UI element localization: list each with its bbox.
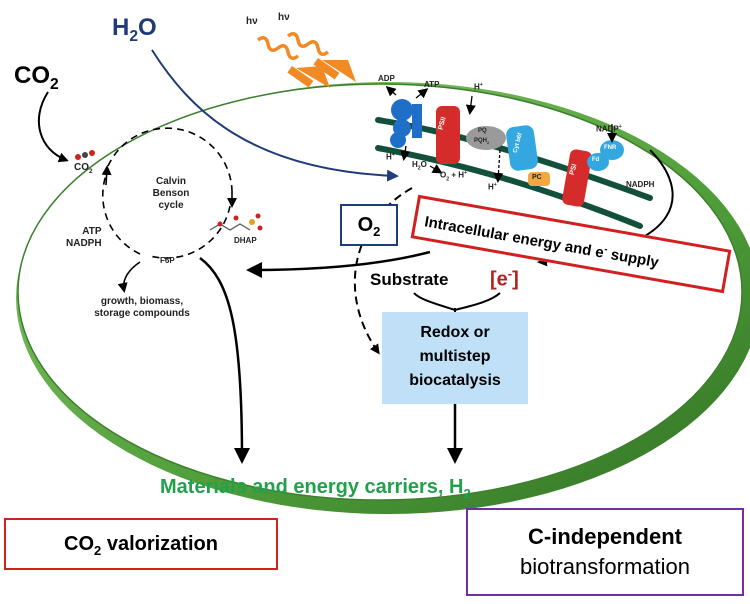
h2o-arrow [151,49,399,182]
fd-protein [587,153,609,171]
calvin-cycle-ring [101,127,233,259]
atp-synthase-icon [390,99,422,148]
pq-pool [466,126,506,150]
fd-label: Fd [592,157,600,163]
h-plus-top: H+ [474,82,483,92]
psii-complex [436,106,460,164]
light-label-1: hν [246,16,258,27]
ps-o2-label: O2 + H+ [440,170,468,183]
pq-label: PQ [478,128,487,134]
psi-complex [562,149,592,207]
co2-molecule-icon [75,150,95,160]
dhap-label: DHAP [234,236,257,245]
pc-carrier [528,172,550,186]
materials-label: Materials and energy carriers, H2 [160,476,471,501]
h-plus-mid: H+ [488,182,497,192]
pqh2-label: PQH2 [474,138,490,146]
electron-merge-arrow [454,292,501,311]
light-waves [256,32,330,60]
nadp-label: NADP+ [596,124,622,134]
ps-nadph-label: NADPH [626,180,655,189]
adp-label: ADP [378,74,395,83]
fnr-label: FNR [604,145,617,151]
h-plus-left: H+ [386,152,395,162]
h2o-input-label: H2O [112,14,157,45]
substrate-merge-arrow [413,292,456,311]
dhap-molecule-icon [209,213,263,231]
ps-atp-label: ATP [424,80,440,89]
electron-label: [e-] [490,266,519,291]
co2-valorization-box: CO2 valorization [4,518,278,570]
cytb6f-complex [506,125,538,171]
photosystem-arrows [385,86,617,183]
growth-outputs: growth, biomass,storage compounds [94,296,190,319]
o2-dashed-arrow [353,187,413,355]
fnr-protein [600,140,624,160]
pc-label: PC [532,174,542,181]
f6p-label: F6P [160,256,175,265]
co2-input-label: CO2 [14,62,59,93]
co2-entry-arrow [38,91,69,163]
substrate-label: Substrate [370,270,449,289]
light-arrows [287,57,356,88]
o2-box: O2 [340,204,398,246]
calvin-co2-label: CO2 [74,162,93,175]
supply-to-calvin-arrow [246,250,431,278]
c-independent-box: C-independent biotransformation [466,508,744,596]
calvin-arrow-2 [101,165,112,186]
light-label-2: hν [278,12,290,23]
f6p-to-materials-arrow [199,256,250,464]
f6p-growth-arrow [117,261,141,293]
ps-h2o-label: H2O [412,160,427,172]
